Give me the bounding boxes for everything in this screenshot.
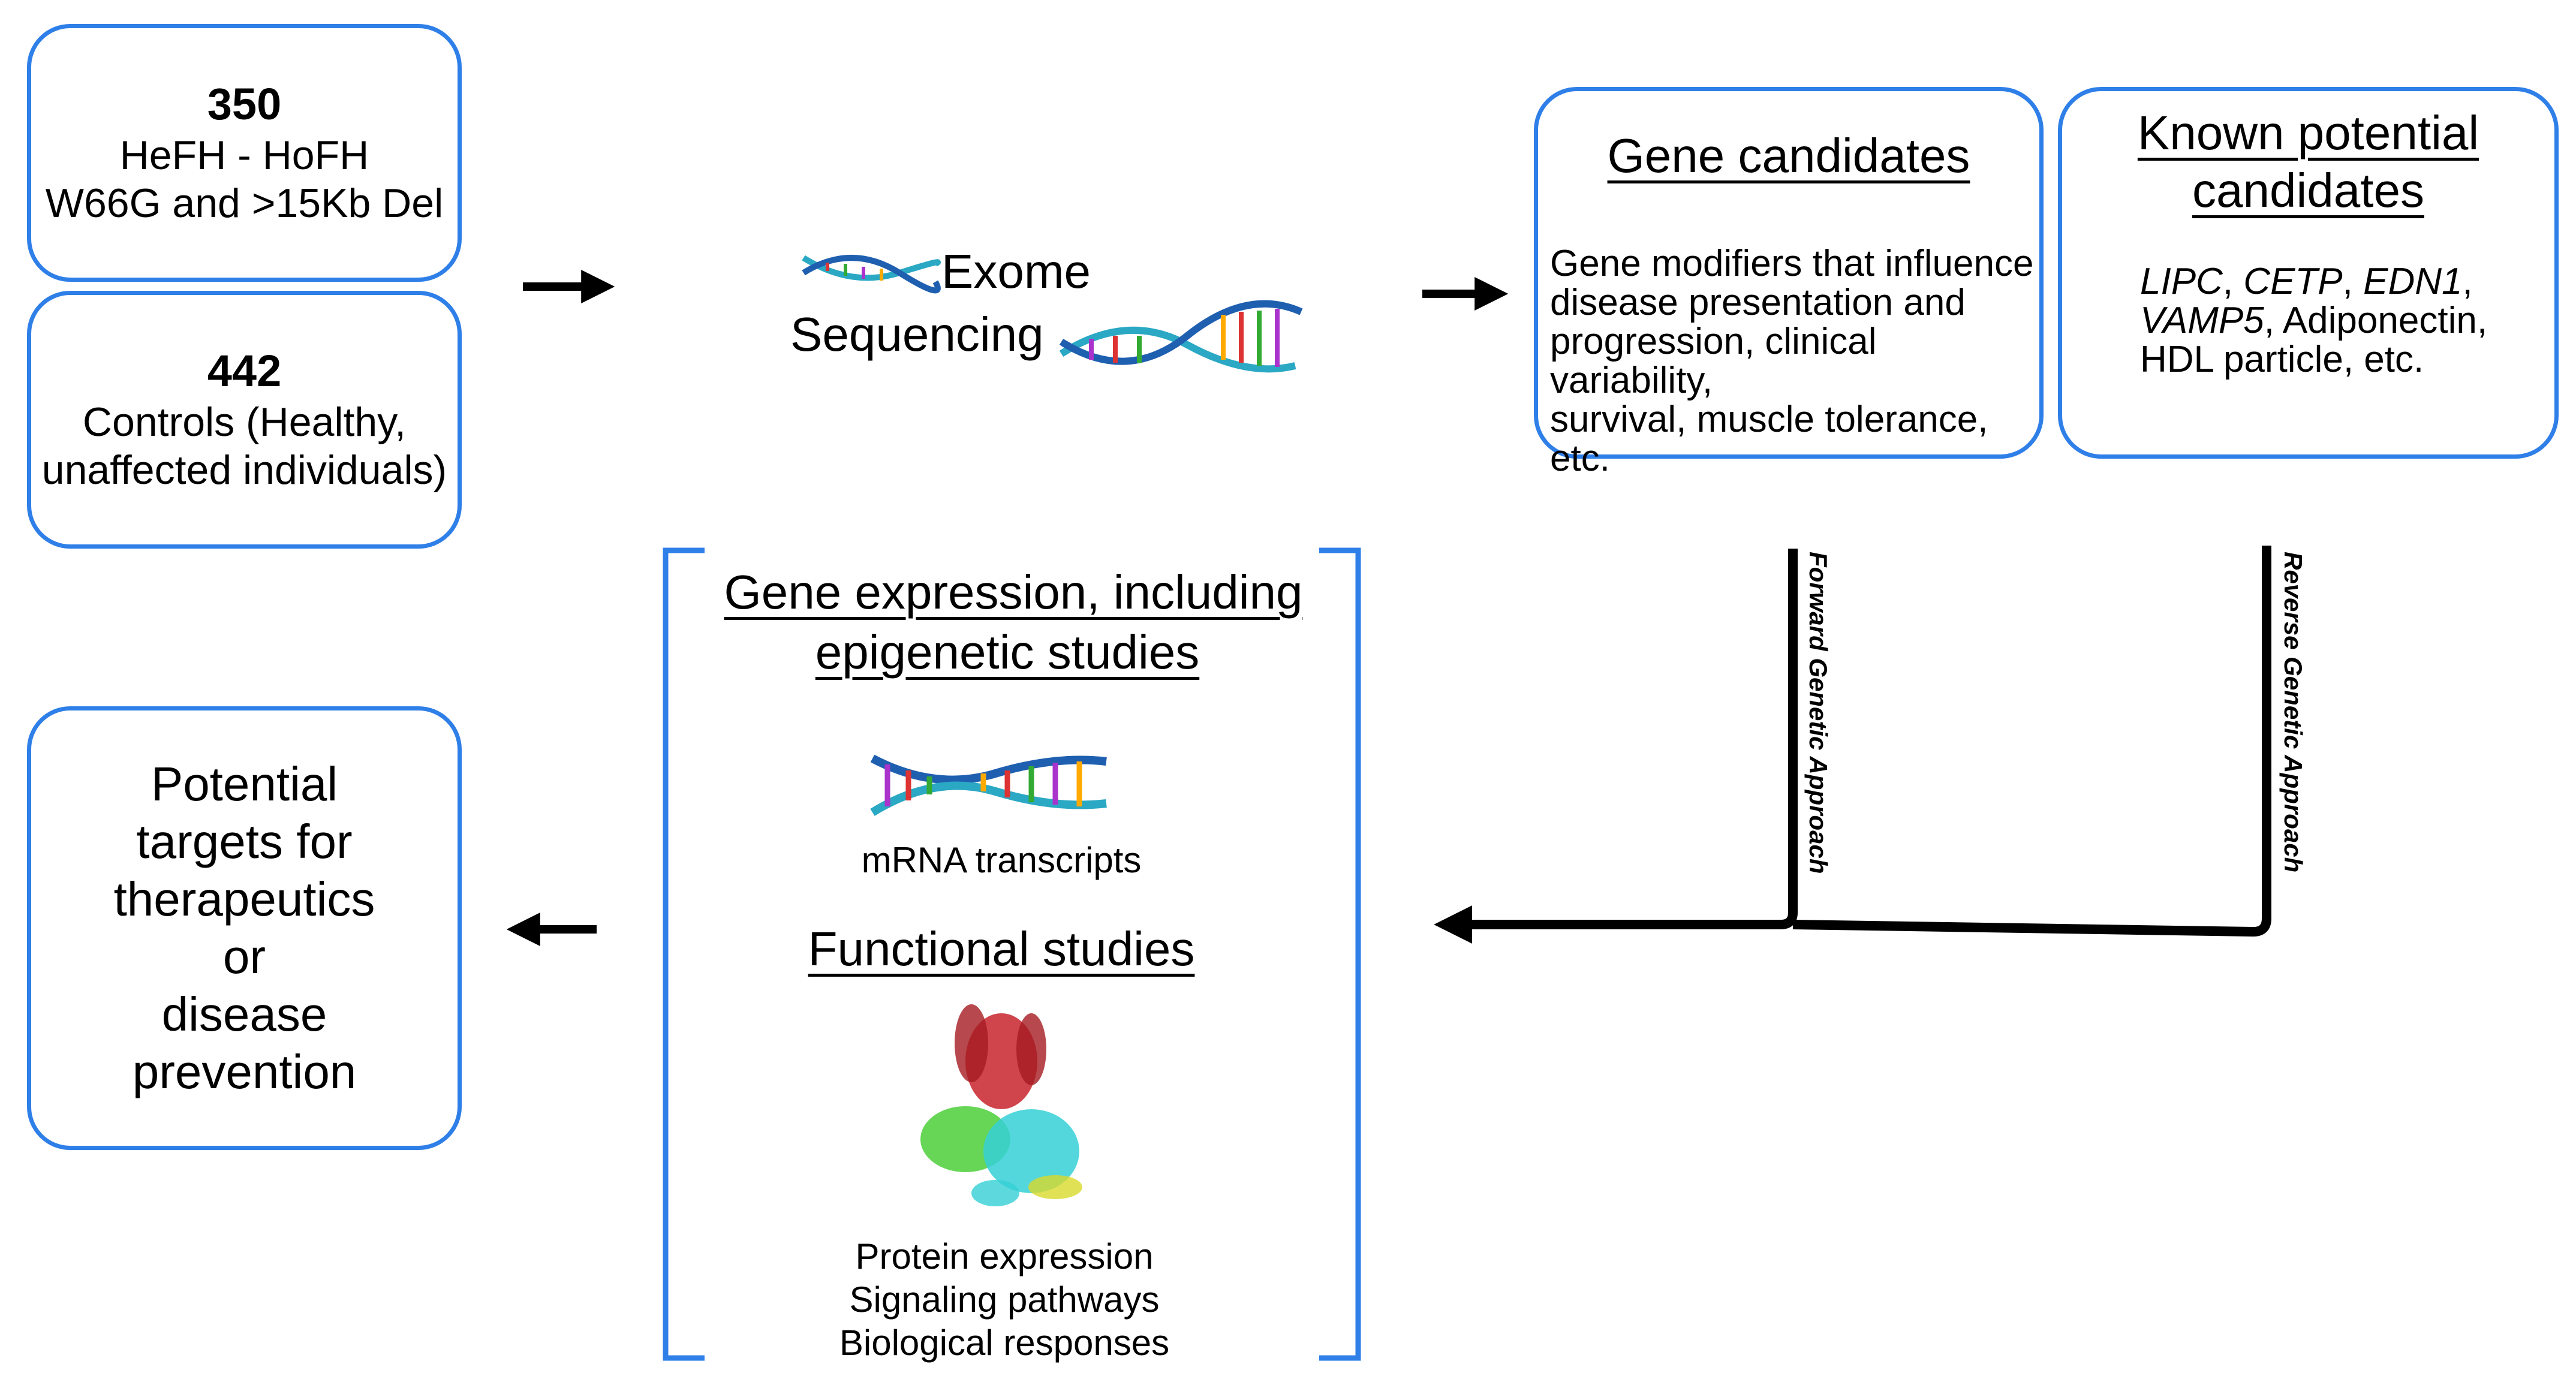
targets-line: or [222, 930, 266, 983]
dna-helix-large-icon [1059, 300, 1303, 373]
controls-box: 442 Controls (Healthy, unaffected indivi… [27, 291, 462, 549]
separator: , [2462, 261, 2473, 302]
targets-line: targets for [136, 815, 353, 868]
known-candidates-box: Known potential candidates LIPC, CETP, E… [2058, 87, 2559, 459]
dna-helix-icon [802, 255, 941, 294]
separator: , [2342, 261, 2364, 302]
functional-item: Protein expression [855, 1236, 1154, 1276]
gene-vamp5: VAMP5 [2140, 300, 2264, 342]
targets-line: Potential [151, 757, 338, 811]
mrna-label: mRNA transcripts [861, 840, 1142, 880]
reverse-approach-line [1792, 546, 2271, 937]
known-candidates-title-line2: candidates [2192, 164, 2424, 217]
forward-approach-label: Forward Genetic Approach [1804, 552, 1832, 874]
forward-approach-line [1434, 549, 1798, 944]
gene-candidates-line: survival, muscle tolerance, etc. [1550, 399, 1988, 480]
studies-bracket-left [663, 547, 705, 1361]
functional-title: Functional studies [808, 922, 1195, 975]
functional-item: Signaling pathways [849, 1279, 1160, 1320]
expression-title-line1: Gene expression, including [724, 565, 1303, 619]
gene-candidates-text: Gene modifiers that influence disease pr… [1550, 244, 2039, 478]
mrna-helix-icon [870, 754, 1107, 816]
gene-lipc: LIPC [2140, 261, 2223, 302]
targets-box: Potential targets for therapeutics or di… [27, 706, 462, 1150]
controls-line1: Controls (Healthy, [82, 399, 407, 445]
controls-count: 442 [207, 346, 282, 396]
gene-candidates-line: progression, clinical variability, [1550, 321, 1877, 402]
reverse-approach-label: Reverse Genetic Approach [2279, 552, 2307, 873]
protein-structure-icon [920, 1004, 1082, 1206]
targets-line: therapeutics [113, 872, 375, 926]
gene-cetp: CETP [2243, 261, 2343, 302]
gene-candidates-title: Gene candidates [1607, 129, 1970, 182]
cases-count: 350 [207, 79, 282, 130]
functional-item: Biological responses [839, 1323, 1170, 1363]
known-candidates-adiponectin: , Adiponectin, [2264, 300, 2488, 342]
known-candidates-text: LIPC, CETP, EDN1, VAMP5, Adiponectin, HD… [2140, 262, 2487, 379]
known-candidates-line3: HDL particle, etc. [2140, 339, 2424, 381]
targets-line: disease [161, 987, 327, 1041]
cases-box: 350 HeFH - HoFH W66G and >15Kb Del [27, 24, 462, 282]
sequencing-line1: Exome [941, 245, 1091, 298]
gene-candidates-line: disease presentation and [1550, 282, 1966, 324]
gene-candidates-line: Gene modifiers that influence [1550, 243, 2034, 284]
sequencing-line2: Sequencing [790, 308, 1044, 361]
gene-candidates-box: Gene candidates Gene modifiers that infl… [1534, 87, 2044, 478]
known-candidates-title-line1: Known potential [2137, 106, 2479, 159]
functional-items: Protein expression Signaling pathways Bi… [672, 1235, 1337, 1365]
gene-edn1: EDN1 [2363, 261, 2463, 302]
studies-bracket-right [1319, 547, 1361, 1361]
expression-title-line2: epigenetic studies [815, 625, 1200, 679]
cases-line2: W66G and >15Kb Del [45, 180, 444, 227]
cases-line1: HeFH - HoFH [119, 133, 369, 179]
targets-line: prevention [132, 1045, 357, 1098]
controls-line2: unaffected individuals) [41, 447, 447, 493]
separator: , [2222, 261, 2244, 302]
